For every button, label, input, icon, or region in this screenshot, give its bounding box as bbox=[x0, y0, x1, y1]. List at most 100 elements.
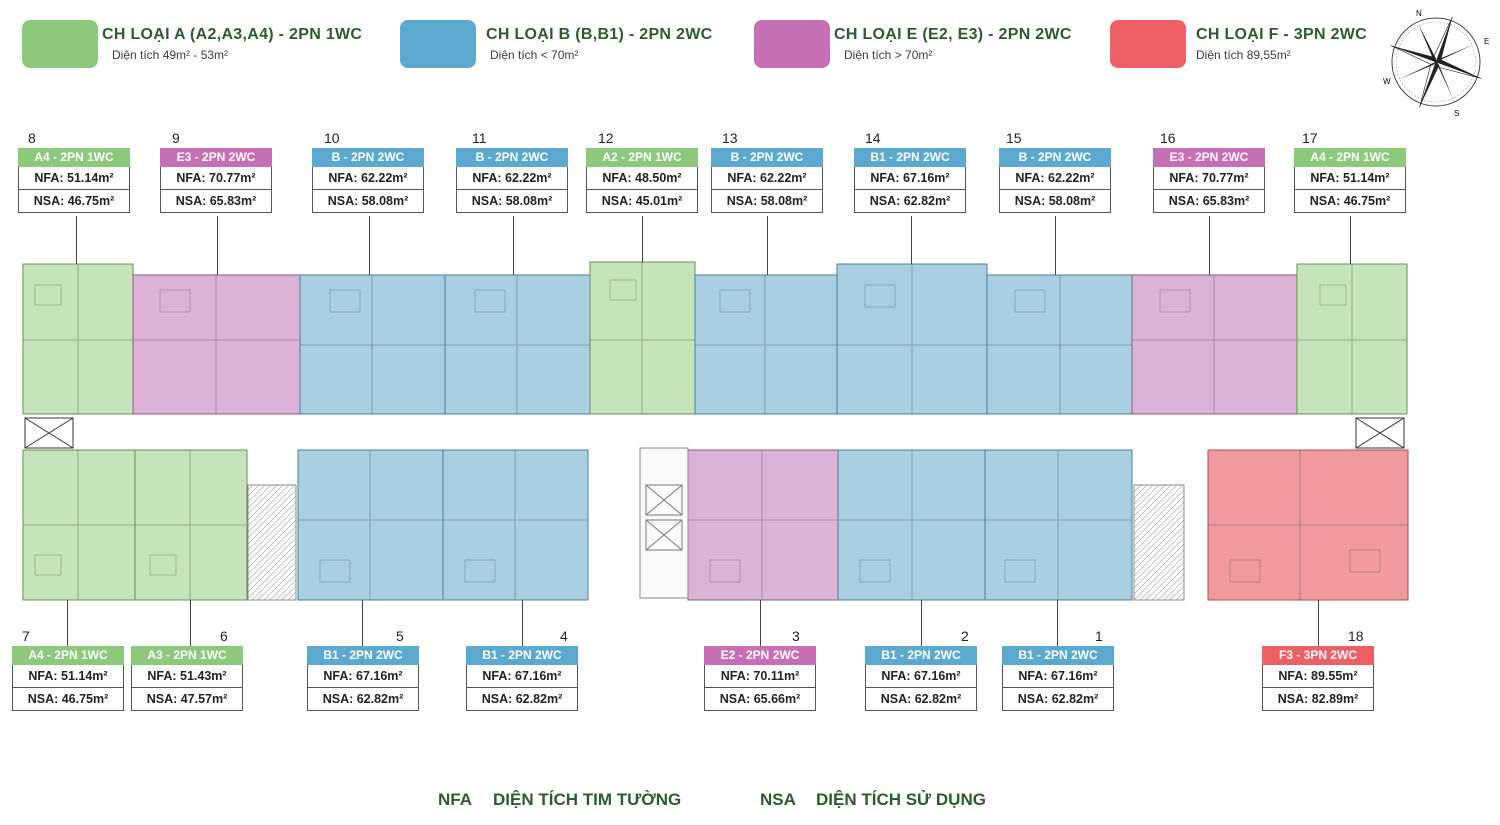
unit-plan-4 bbox=[442, 449, 589, 601]
compass-n-label: N bbox=[1416, 9, 1422, 18]
unit-type-label: A4 - 2PN 1WC bbox=[12, 646, 124, 665]
legend-subtitle: Diện tích 49m² - 53m² bbox=[112, 48, 229, 62]
unit-nsa: NSA: 65.83m² bbox=[1153, 190, 1265, 213]
unit-number: 8 bbox=[28, 130, 36, 146]
unit-nsa: NSA: 58.08m² bbox=[999, 190, 1111, 213]
legend-e: CH LOẠI E (E2, E3) - 2PN 2WC Diện tích >… bbox=[754, 20, 1094, 70]
connector-line bbox=[67, 600, 68, 646]
unit-card-12: A2 - 2PN 1WC NFA: 48.50m² NSA: 45.01m² bbox=[586, 148, 698, 213]
unit-number: 14 bbox=[865, 130, 881, 146]
unit-type-label: E3 - 2PN 2WC bbox=[160, 148, 272, 167]
legend-swatch-a bbox=[22, 20, 98, 68]
unit-card-6: A3 - 2PN 1WC NFA: 51.43m² NSA: 47.57m² bbox=[131, 646, 243, 711]
unit-type-label: F3 - 3PN 2WC bbox=[1262, 646, 1374, 665]
unit-card-8: A4 - 2PN 1WC NFA: 51.14m² NSA: 46.75m² bbox=[18, 148, 130, 213]
connector-line bbox=[217, 216, 218, 275]
unit-number: 18 bbox=[1348, 628, 1364, 644]
footer-nfa-text: DIỆN TÍCH TIM TƯỜNG bbox=[493, 790, 682, 809]
unit-card-4: B1 - 2PN 2WC NFA: 67.16m² NSA: 62.82m² bbox=[466, 646, 578, 711]
unit-type-label: A2 - 2PN 1WC bbox=[586, 148, 698, 167]
legend-subtitle: Diện tích > 70m² bbox=[844, 48, 933, 62]
unit-card-14: B1 - 2PN 2WC NFA: 67.16m² NSA: 62.82m² bbox=[854, 148, 966, 213]
unit-nfa: NFA: 67.16m² bbox=[865, 665, 977, 688]
unit-nsa: NSA: 62.82m² bbox=[466, 688, 578, 711]
unit-nfa: NFA: 51.14m² bbox=[1294, 167, 1406, 190]
unit-plan-2 bbox=[837, 449, 986, 601]
unit-nfa: NFA: 62.22m² bbox=[456, 167, 568, 190]
unit-card-10: B - 2PN 2WC NFA: 62.22m² NSA: 58.08m² bbox=[312, 148, 424, 213]
unit-card-1: B1 - 2PN 2WC NFA: 67.16m² NSA: 62.82m² bbox=[1002, 646, 1114, 711]
unit-number: 7 bbox=[22, 628, 30, 644]
legend-subtitle: Diện tích 89,55m² bbox=[1196, 48, 1291, 62]
unit-plan-9 bbox=[132, 274, 301, 415]
connector-line bbox=[513, 216, 514, 275]
unit-nfa: NFA: 48.50m² bbox=[586, 167, 698, 190]
unit-number: 6 bbox=[220, 628, 228, 644]
stair-core-right bbox=[1133, 484, 1185, 601]
unit-type-label: B1 - 2PN 2WC bbox=[865, 646, 977, 665]
unit-type-label: B - 2PN 2WC bbox=[999, 148, 1111, 167]
legend-a: CH LOẠI A (A2,A3,A4) - 2PN 1WC Diện tích… bbox=[22, 20, 382, 70]
unit-number: 12 bbox=[598, 130, 614, 146]
unit-nsa: NSA: 46.75m² bbox=[1294, 190, 1406, 213]
legend-f: CH LOẠI F - 3PN 2WC Diện tích 89,55m² bbox=[1110, 20, 1380, 70]
unit-number: 3 bbox=[792, 628, 800, 644]
unit-card-15: B - 2PN 2WC NFA: 62.22m² NSA: 58.08m² bbox=[999, 148, 1111, 213]
compass-rose-icon: N S W E bbox=[1383, 9, 1489, 118]
unit-nfa: NFA: 62.22m² bbox=[711, 167, 823, 190]
unit-plan-3 bbox=[687, 449, 839, 601]
unit-number: 10 bbox=[324, 130, 340, 146]
unit-card-2: B1 - 2PN 2WC NFA: 67.16m² NSA: 62.82m² bbox=[865, 646, 977, 711]
unit-nsa: NSA: 62.82m² bbox=[854, 190, 966, 213]
compass-e-label: E bbox=[1484, 37, 1489, 46]
unit-plan-13 bbox=[694, 274, 838, 415]
unit-nfa: NFA: 70.77m² bbox=[160, 167, 272, 190]
unit-type-label: A4 - 2PN 1WC bbox=[18, 148, 130, 167]
connector-line bbox=[190, 600, 191, 646]
unit-nfa: NFA: 70.77m² bbox=[1153, 167, 1265, 190]
connector-line bbox=[369, 216, 370, 275]
legend-b: CH LOẠI B (B,B1) - 2PN 2WC Diện tích < 7… bbox=[400, 20, 740, 70]
unit-nfa: NFA: 67.16m² bbox=[1002, 665, 1114, 688]
unit-plan-5 bbox=[297, 449, 444, 601]
connector-line bbox=[921, 600, 922, 646]
unit-nfa: NFA: 51.43m² bbox=[131, 665, 243, 688]
unit-number: 9 bbox=[172, 130, 180, 146]
unit-nsa: NSA: 62.82m² bbox=[307, 688, 419, 711]
unit-card-7: A4 - 2PN 1WC NFA: 51.14m² NSA: 46.75m² bbox=[12, 646, 124, 711]
connector-line bbox=[1318, 600, 1319, 646]
unit-card-18: F3 - 3PN 2WC NFA: 89.55m² NSA: 82.89m² bbox=[1262, 646, 1374, 711]
unit-nsa: NSA: 45.01m² bbox=[586, 190, 698, 213]
unit-plan-11 bbox=[444, 274, 591, 415]
compass-w-label: W bbox=[1383, 77, 1391, 86]
legend-swatch-e bbox=[754, 20, 830, 68]
unit-nfa: NFA: 62.22m² bbox=[999, 167, 1111, 190]
legend-swatch-f bbox=[1110, 20, 1186, 68]
legend-title: CH LOẠI E (E2, E3) - 2PN 2WC bbox=[834, 26, 1072, 43]
unit-nfa: NFA: 62.22m² bbox=[312, 167, 424, 190]
unit-plan-10 bbox=[299, 274, 446, 415]
unit-nfa: NFA: 67.16m² bbox=[466, 665, 578, 688]
unit-type-label: E2 - 2PN 2WC bbox=[704, 646, 816, 665]
unit-number: 15 bbox=[1006, 130, 1022, 146]
unit-nsa: NSA: 46.75m² bbox=[18, 190, 130, 213]
connector-line bbox=[1055, 216, 1056, 275]
unit-nfa: NFA: 89.55m² bbox=[1262, 665, 1374, 688]
footer-nsa-abbr: NSA bbox=[760, 790, 796, 809]
unit-type-label: B - 2PN 2WC bbox=[456, 148, 568, 167]
shaft-right bbox=[1355, 417, 1405, 449]
unit-number: 16 bbox=[1160, 130, 1176, 146]
unit-nfa: NFA: 67.16m² bbox=[854, 167, 966, 190]
elevator-core bbox=[639, 447, 689, 599]
unit-number: 1 bbox=[1095, 628, 1103, 644]
connector-line bbox=[767, 216, 768, 275]
unit-nfa: NFA: 51.14m² bbox=[18, 167, 130, 190]
connector-line bbox=[76, 216, 77, 264]
unit-nsa: NSA: 82.89m² bbox=[1262, 688, 1374, 711]
unit-number: 5 bbox=[396, 628, 404, 644]
unit-card-9: E3 - 2PN 2WC NFA: 70.77m² NSA: 65.83m² bbox=[160, 148, 272, 213]
unit-nsa: NSA: 47.57m² bbox=[131, 688, 243, 711]
connector-line bbox=[642, 216, 643, 262]
stair-core-left bbox=[247, 484, 297, 601]
